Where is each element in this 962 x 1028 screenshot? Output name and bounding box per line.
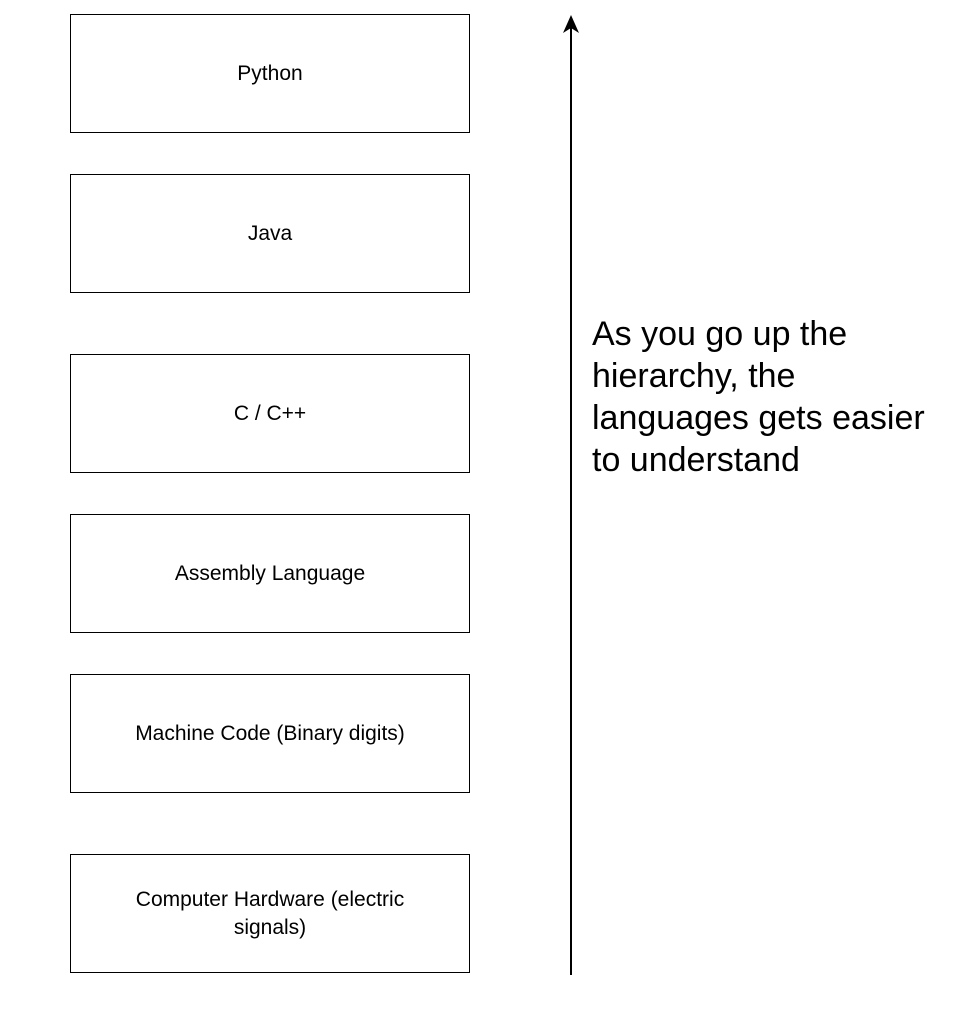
layer-label-machine-code: Machine Code (Binary digits): [135, 721, 405, 745]
layer-label-hardware: Computer Hardware (electric signals): [135, 887, 405, 939]
layer-box-hardware: Computer Hardware (electric signals): [70, 854, 470, 973]
up-arrow-icon: [563, 15, 579, 975]
layer-box-assembly: Assembly Language: [70, 514, 470, 633]
layer-label-java: Java: [247, 221, 293, 245]
layer-box-java: Java: [70, 174, 470, 293]
layer-box-machine-code: Machine Code (Binary digits): [70, 674, 470, 793]
hierarchy-annotation: As you go up the hierarchy, the language…: [592, 315, 925, 479]
layer-label-c-cpp: C / C++: [233, 401, 307, 425]
layer-label-python: Python: [237, 61, 303, 85]
layer-box-c-cpp: C / C++: [70, 354, 470, 473]
layer-label-assembly: Assembly Language: [174, 561, 366, 585]
arrow-head: [563, 15, 579, 33]
layer-box-python: Python: [70, 14, 470, 133]
